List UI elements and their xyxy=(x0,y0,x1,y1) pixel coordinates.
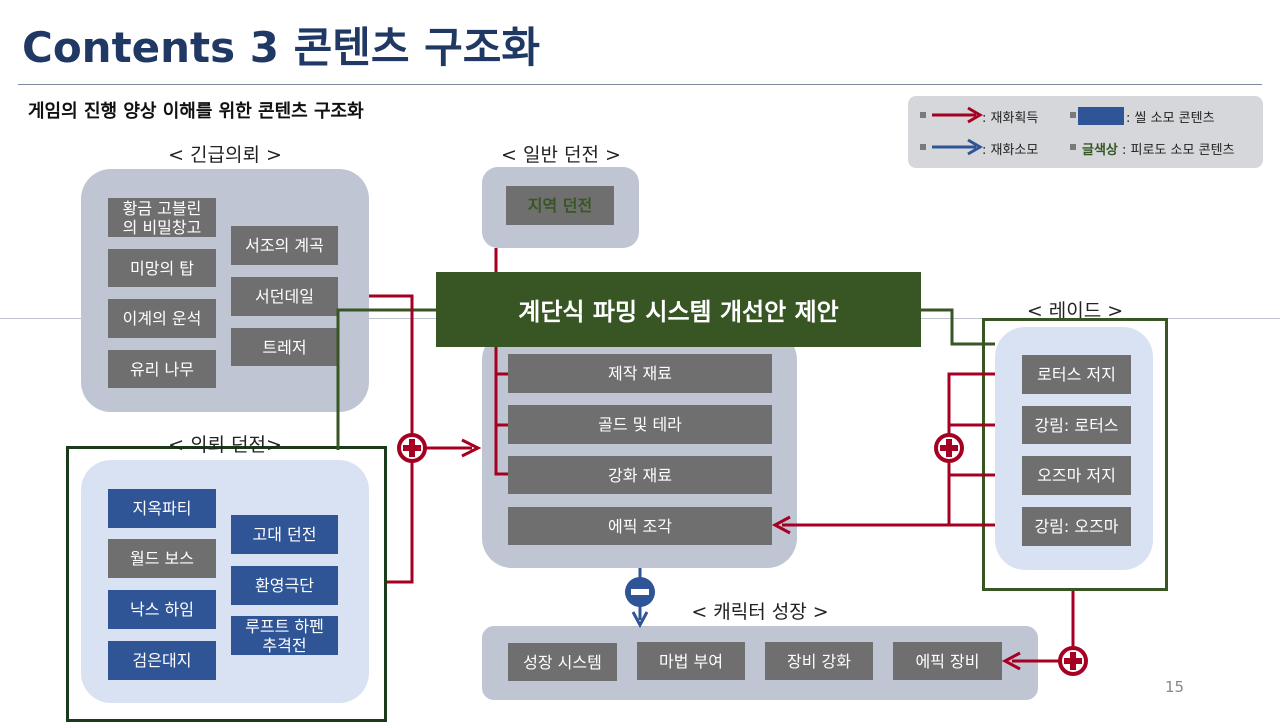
raid-item-label: 로터스 저지 xyxy=(1037,365,1116,384)
material-item: 제작 재료 xyxy=(508,354,772,393)
request-item: 지옥파티 xyxy=(108,489,216,528)
urgent-item-label: 미망의 탑 xyxy=(130,258,194,278)
request-item: 환영극단 xyxy=(231,566,338,605)
legend: : 재화획득 : 재화소모 : 씰 소모 콘텐츠 글색상 : 피로도 소모 콘텐… xyxy=(908,96,1263,168)
legend-bullet xyxy=(920,112,926,118)
arrow-head xyxy=(771,515,791,535)
raid-item-label: 강림: 로터스 xyxy=(1034,415,1119,435)
spend-arrow-icon xyxy=(932,138,983,156)
plus-icon xyxy=(934,433,964,463)
normal-dungeon-label: < 일반 던전 > xyxy=(501,144,621,166)
material-item: 강화 재료 xyxy=(508,456,772,494)
raid-item: 오즈마 저지 xyxy=(1022,456,1131,495)
urgent-group-label: < 긴급의뢰 > xyxy=(168,144,282,166)
growth-item-label: 에픽 장비 xyxy=(915,651,980,671)
material-item-label: 에픽 조각 xyxy=(608,516,672,536)
growth-item-label: 장비 강화 xyxy=(787,651,851,671)
growth-item: 마법 부여 xyxy=(637,642,745,680)
red-connector xyxy=(494,345,508,476)
normal-dungeon-item-label: 지역 던전 xyxy=(527,196,593,215)
urgent-item: 미망의 탑 xyxy=(108,249,216,287)
page-subtitle: 게임의 진행 양상 이해를 위한 콘텐츠 구조화 xyxy=(28,101,364,122)
urgent-item-label: 서던데일 xyxy=(255,287,314,306)
urgent-item-label: 트레저 xyxy=(262,337,307,357)
legend-bullet xyxy=(1070,112,1076,118)
plus-icon xyxy=(397,433,427,463)
material-item-label: 제작 재료 xyxy=(608,364,672,383)
request-item-label: 환영극단 xyxy=(255,576,314,595)
request-item-label: 검은대지 xyxy=(132,651,192,670)
request-item-label: 고대 던전 xyxy=(252,525,317,544)
legend-bullet xyxy=(1070,144,1076,150)
growth-item-label: 마법 부여 xyxy=(659,651,723,671)
request-dungeon-label: < 의뢰 던전> xyxy=(168,434,282,456)
plus-icon xyxy=(1058,646,1088,676)
title-divider xyxy=(18,84,1262,85)
legend-cell-label: : 씰 소모 콘텐츠 xyxy=(1126,111,1215,126)
urgent-item-label: 황금 고블린 의 비밀창고 xyxy=(122,198,202,237)
material-item: 골드 및 테라 xyxy=(508,405,772,444)
gain-arrow-icon xyxy=(932,106,983,124)
arrow-head xyxy=(1001,651,1021,671)
urgent-item: 이계의 운석 xyxy=(108,299,216,338)
material-item-label: 골드 및 테라 xyxy=(598,415,682,434)
growth-item-label: 성장 시스템 xyxy=(523,652,602,672)
request-item: 검은대지 xyxy=(108,641,216,680)
normal-dungeon-item: 지역 던전 xyxy=(506,186,614,225)
page-number: 15 xyxy=(1165,678,1185,696)
central-banner: 계단식 파밍 시스템 개선안 제안 xyxy=(436,272,921,347)
raid-item-label: 강림: 오즈마 xyxy=(1034,517,1119,536)
minus-icon xyxy=(625,577,655,607)
growth-item: 에픽 장비 xyxy=(893,642,1002,680)
urgent-item-label: 이계의 운석 xyxy=(122,309,202,328)
raid-item: 강림: 로터스 xyxy=(1022,406,1131,444)
urgent-item: 서던데일 xyxy=(231,277,338,316)
raid-group-label: < 레이드 > xyxy=(1026,300,1124,322)
legend-bullet xyxy=(920,144,926,150)
growth-item: 장비 강화 xyxy=(765,642,873,680)
legend-blue-swatch xyxy=(1078,107,1124,125)
raid-item: 로터스 저지 xyxy=(1022,355,1131,394)
urgent-item-label: 서조의 계곡 xyxy=(245,236,324,255)
banner-text: 계단식 파밍 시스템 개선안 제안 xyxy=(518,298,839,326)
page-title: Contents 3 콘텐츠 구조화 xyxy=(22,23,541,72)
request-item-label: 루프트 하펜 추격전 xyxy=(245,616,324,655)
request-item-label: 월드 보스 xyxy=(130,549,194,568)
urgent-item: 서조의 계곡 xyxy=(231,226,338,265)
legend-fatigue-row: 글색상 : 피로도 소모 콘텐츠 xyxy=(1082,139,1235,158)
request-item: 낙스 하임 xyxy=(108,590,216,629)
material-item: 에픽 조각 xyxy=(508,507,772,545)
request-item-label: 지옥파티 xyxy=(132,499,192,518)
arrow-head xyxy=(461,438,482,458)
arrow-head xyxy=(631,611,649,629)
urgent-item: 황금 고블린 의 비밀창고 xyxy=(108,198,216,237)
material-item-label: 강화 재료 xyxy=(608,465,672,485)
green-connector xyxy=(918,308,995,346)
urgent-item: 유리 나무 xyxy=(108,350,216,388)
legend-green-word: 글색상 xyxy=(1082,143,1118,158)
request-item-label: 낙스 하임 xyxy=(130,600,194,619)
raid-item-label: 오즈마 저지 xyxy=(1037,466,1116,485)
request-item: 루프트 하펜 추격전 xyxy=(231,616,338,655)
legend-fatigue-label: : 피로도 소모 콘텐츠 xyxy=(1122,143,1235,158)
request-item: 월드 보스 xyxy=(108,539,216,578)
urgent-item-label: 유리 나무 xyxy=(130,359,194,379)
raid-item: 강림: 오즈마 xyxy=(1022,507,1131,546)
growth-group-label: < 캐릭터 성장 > xyxy=(691,601,829,623)
urgent-item: 트레저 xyxy=(231,328,338,366)
green-connector xyxy=(336,308,440,450)
growth-item: 성장 시스템 xyxy=(508,643,617,681)
request-item: 고대 던전 xyxy=(231,515,338,554)
legend-gain-label: : 재화획득 xyxy=(982,111,1039,126)
legend-spend-label: : 재화소모 xyxy=(982,143,1039,158)
